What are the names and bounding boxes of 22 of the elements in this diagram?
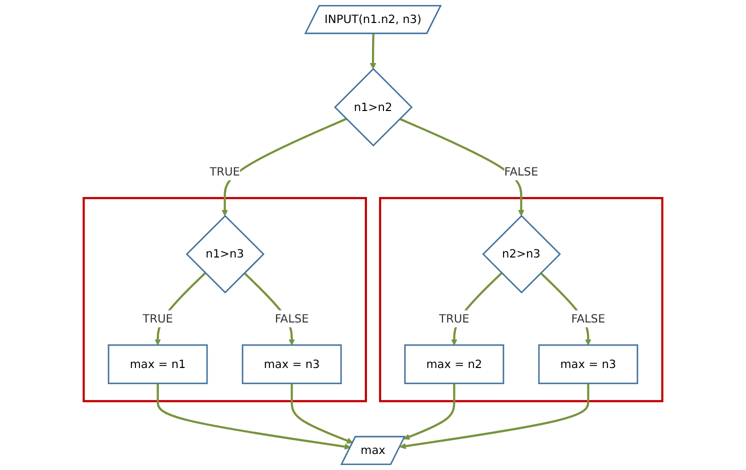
node-diamond: n2>n3 (482, 214, 561, 294)
node-box: max = n3 (242, 344, 342, 384)
edge-label: TRUE (439, 312, 470, 326)
arrow (222, 118, 347, 216)
node-box: max = n3 (538, 344, 638, 384)
node-diamond: n1>n3 (186, 214, 265, 294)
node-box: max = n1 (108, 344, 208, 384)
edge-label: FALSE (571, 312, 606, 326)
arrow (156, 383, 351, 450)
edge-label: TRUE (210, 164, 240, 178)
edge-label: FALSE (274, 312, 309, 326)
node-diamond: n1>n2 (334, 68, 413, 147)
arrow (400, 383, 590, 450)
cluster (82, 197, 367, 402)
cluster (379, 197, 664, 402)
arrow (399, 118, 524, 216)
node-box: max = n2 (404, 344, 504, 384)
arrow (404, 383, 456, 440)
edge-label: FALSE (504, 164, 538, 178)
edge-label: TRUE (142, 312, 173, 326)
arrow (290, 383, 354, 444)
arrow (370, 34, 376, 70)
